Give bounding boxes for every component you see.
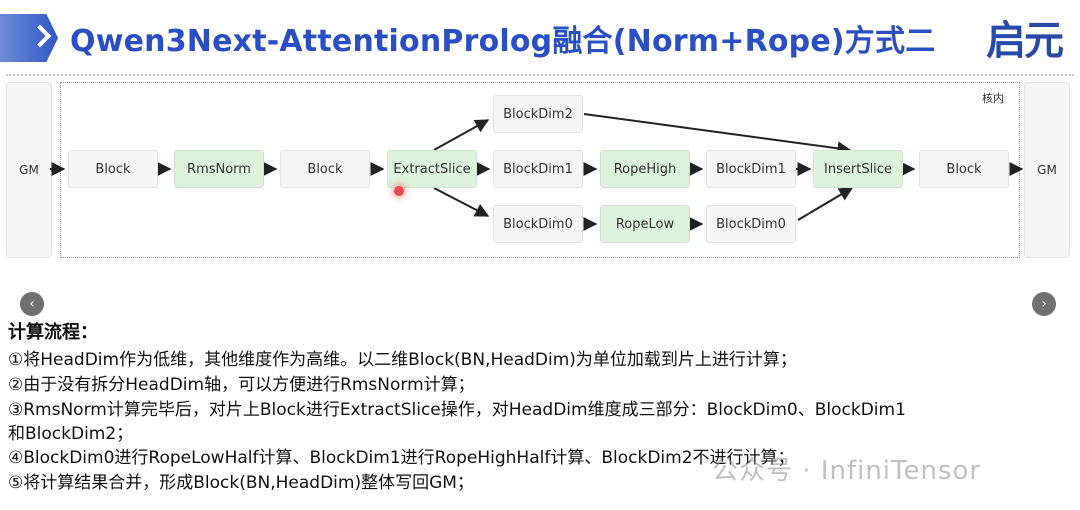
node-blockdim1-result: BlockDim1	[706, 150, 796, 188]
prev-slide-button[interactable]: ‹	[20, 292, 44, 316]
node-rope-low: RopeLow	[600, 205, 690, 243]
node-blockdim1: BlockDim1	[493, 150, 583, 188]
chevron-right-icon: ›	[1041, 296, 1047, 312]
brand-logo: 启元	[986, 18, 1064, 64]
step-3b: 和BlockDim2；	[8, 424, 134, 444]
step-3a: ③RmsNorm计算完毕后，对片上Block进行ExtractSlice操作，对…	[8, 400, 906, 420]
node-rope-high: RopeHigh	[600, 150, 690, 188]
step-4: ④BlockDim0进行RopeLowHalf计算、BlockDim1进行Rop…	[8, 448, 795, 468]
pointer-dot	[394, 186, 404, 196]
slide-title: Qwen3Next-AttentionProlog融合(Norm+Rope)方式…	[70, 24, 936, 59]
gm-output-box: GM	[1024, 82, 1070, 258]
node-insert-slice: InsertSlice	[813, 150, 903, 188]
node-blockdim2: BlockDim2	[493, 95, 583, 133]
arrow-bd2-to-insert	[583, 113, 852, 156]
arrow-bd0-to-insert	[797, 187, 854, 221]
node-blockdim0-result: BlockDim0	[706, 205, 796, 243]
core-label: 核内	[982, 92, 1004, 105]
chevron-left-icon: ‹	[29, 296, 35, 312]
title-divider	[6, 74, 1074, 76]
step-2: ②由于没有拆分HeadDim轴，可以方便进行RmsNorm计算；	[8, 375, 475, 395]
wechat-watermark: 公众号 · InfiniTensor	[712, 456, 982, 486]
step-5: ⑤将计算结果合并，形成Block(BN,HeadDim)整体写回GM；	[8, 473, 474, 493]
arrow-extract-to-bd0	[433, 187, 490, 217]
node-rmsnorm: RmsNorm	[174, 150, 264, 188]
steps-heading: 计算流程：	[8, 322, 98, 343]
node-extract-slice: ExtractSlice	[387, 150, 477, 188]
node-blockdim0: BlockDim0	[493, 205, 583, 243]
next-slide-button[interactable]: ›	[1032, 292, 1056, 316]
step-1: ①将HeadDim作为低维，其他维度作为高维。以二维Block(BN,HeadD…	[8, 350, 797, 370]
arrow-extract-to-bd2	[433, 119, 490, 151]
node-block-output: Block	[919, 150, 1009, 188]
title-chevron-icon	[0, 14, 58, 62]
node-block-input: Block	[68, 150, 158, 188]
node-block-normed: Block	[280, 150, 370, 188]
